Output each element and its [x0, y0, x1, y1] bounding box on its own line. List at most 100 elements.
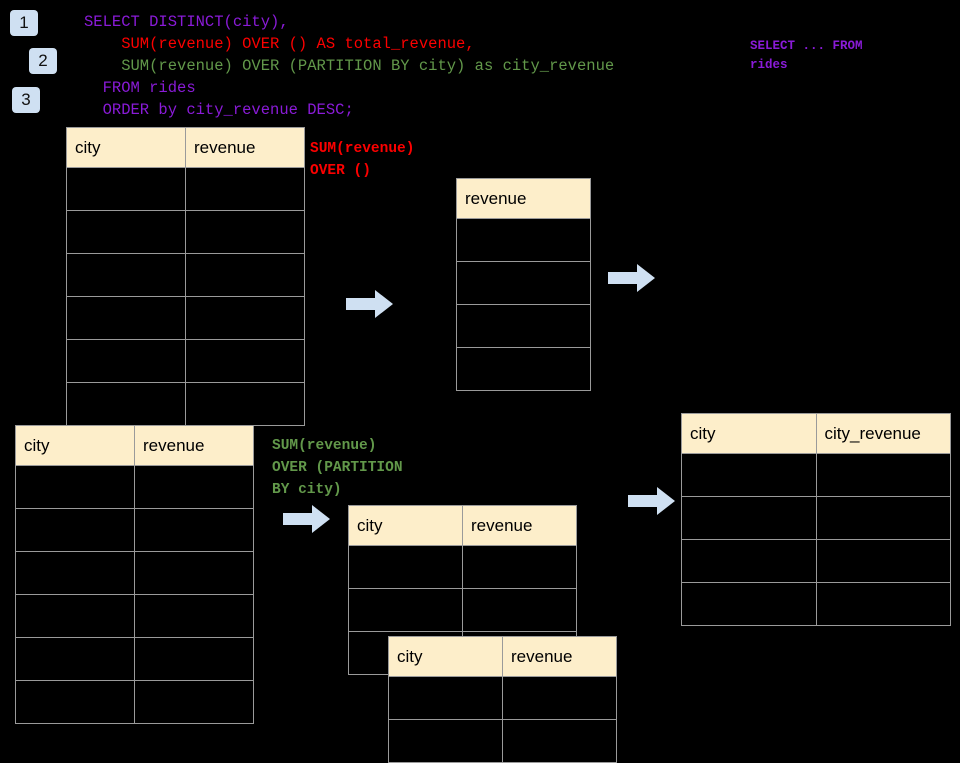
- table-cell: [348, 545, 463, 589]
- diagram-canvas: 1 2 3 SELECT DISTINCT(city), SUM(revenue…: [10, 10, 951, 763]
- table-cell: [681, 582, 817, 626]
- column-header-city: city: [66, 127, 186, 168]
- annotation-sum-over-partition: SUM(revenue) OVER (PARTITION BY city): [272, 438, 403, 498]
- table-row: [388, 676, 617, 720]
- table-cell: [66, 382, 186, 426]
- table-row: [66, 210, 305, 254]
- table-row: [66, 339, 305, 383]
- table-header-row: city revenue: [348, 505, 577, 546]
- table-cell: [66, 253, 186, 297]
- table-row: [681, 582, 951, 626]
- table-header-row: city revenue: [66, 127, 305, 168]
- column-header-revenue: revenue: [134, 425, 254, 466]
- result-table: city city_revenue: [681, 413, 951, 626]
- table-header-row: city revenue: [15, 425, 254, 466]
- table-cell: [388, 719, 503, 763]
- total-revenue-table: revenue: [456, 178, 591, 391]
- table-cell: [134, 680, 254, 724]
- table-row: [66, 253, 305, 297]
- table-cell: [456, 304, 591, 348]
- arrow-rides-to-partition: [283, 505, 330, 533]
- table-header-row: city revenue: [388, 636, 617, 677]
- partition-group-table-b: city revenue: [388, 636, 617, 763]
- table-cell: [134, 465, 254, 509]
- table-row: [456, 304, 591, 348]
- table-row: [15, 594, 254, 638]
- table-cell: [681, 539, 817, 583]
- table-row: [456, 261, 591, 305]
- table-cell: [681, 453, 817, 497]
- column-header-revenue: revenue: [185, 127, 305, 168]
- table-row: [388, 719, 617, 763]
- table-cell: [15, 508, 135, 552]
- table-cell: [185, 382, 305, 426]
- step-badge-1: 1: [10, 10, 38, 36]
- sql-line-order-by: ORDER by city_revenue DESC;: [84, 101, 354, 119]
- column-header-revenue: revenue: [502, 636, 617, 677]
- table-cell: [134, 637, 254, 681]
- arrow-total-to-result: [608, 264, 655, 292]
- sql-line-total-revenue: SUM(revenue) OVER () AS total_revenue,: [84, 35, 475, 53]
- column-header-city: city: [348, 505, 463, 546]
- table-row: [15, 551, 254, 595]
- table-header-row: revenue: [456, 178, 591, 219]
- column-header-city: city: [15, 425, 135, 466]
- arrow-rides-to-total: [346, 290, 393, 318]
- table-row: [66, 382, 305, 426]
- table-cell: [456, 347, 591, 391]
- table-row: [456, 347, 591, 391]
- table-cell: [815, 582, 951, 626]
- step-badge-3: 3: [12, 87, 40, 113]
- table-cell: [185, 296, 305, 340]
- table-cell: [462, 545, 577, 589]
- column-header-city-revenue: city_revenue: [815, 413, 951, 454]
- table-cell: [502, 676, 617, 720]
- table-cell: [185, 210, 305, 254]
- rides-input-table: city revenue: [66, 127, 305, 426]
- table-cell: [15, 465, 135, 509]
- table-cell: [185, 339, 305, 383]
- arrow-partition-to-result: [628, 487, 675, 515]
- column-header-revenue: revenue: [462, 505, 577, 546]
- table-row: [66, 167, 305, 211]
- table-cell: [185, 167, 305, 211]
- table-row: [681, 496, 951, 540]
- table-cell: [456, 261, 591, 305]
- table-row: [348, 545, 577, 589]
- table-cell: [15, 680, 135, 724]
- table-row: [348, 588, 577, 632]
- table-cell: [388, 676, 503, 720]
- column-header-city: city: [388, 636, 503, 677]
- table-cell: [462, 588, 577, 632]
- table-cell: [815, 453, 951, 497]
- table-row: [15, 637, 254, 681]
- table-header-row: city city_revenue: [681, 413, 951, 454]
- table-cell: [134, 551, 254, 595]
- table-row: [15, 508, 254, 552]
- sql-line-city-revenue: SUM(revenue) OVER (PARTITION BY city) as…: [84, 57, 615, 75]
- rides-input-table-2: city revenue: [15, 425, 254, 724]
- table-cell: [66, 296, 186, 340]
- sql-line-from: FROM rides: [84, 79, 196, 97]
- table-cell: [502, 719, 617, 763]
- table-row: [66, 296, 305, 340]
- table-cell: [134, 594, 254, 638]
- table-cell: [348, 588, 463, 632]
- table-cell: [185, 253, 305, 297]
- table-cell: [681, 496, 817, 540]
- table-cell: [815, 496, 951, 540]
- column-header-revenue: revenue: [456, 178, 591, 219]
- table-cell: [66, 339, 186, 383]
- table-cell: [66, 210, 186, 254]
- table-row: [15, 465, 254, 509]
- annotation-sum-over-empty: SUM(revenue) OVER (): [310, 141, 415, 179]
- table-cell: [66, 167, 186, 211]
- table-row: [681, 453, 951, 497]
- step-badge-2: 2: [29, 48, 57, 74]
- table-cell: [15, 637, 135, 681]
- table-cell: [15, 551, 135, 595]
- table-cell: [456, 218, 591, 262]
- table-row: [15, 680, 254, 724]
- table-cell: [15, 594, 135, 638]
- table-cell: [815, 539, 951, 583]
